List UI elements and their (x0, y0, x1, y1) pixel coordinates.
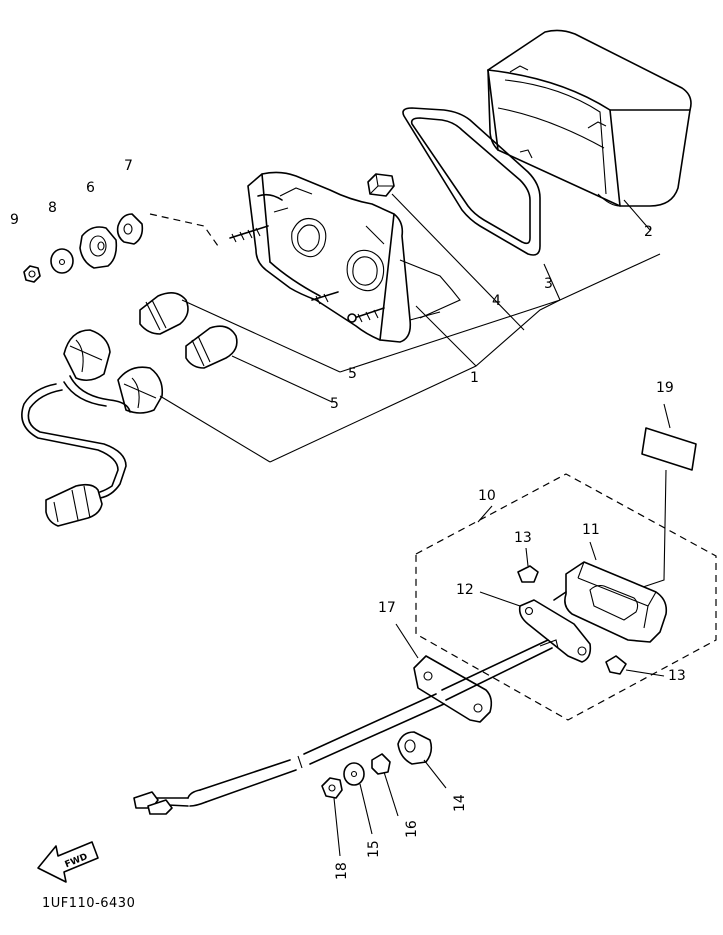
callout-13-upper: 13 (514, 530, 532, 546)
nut-part-9 (23, 265, 41, 283)
damper-part (367, 173, 395, 197)
bracket-part-12 (479, 591, 592, 663)
license-light-assembly-outline (415, 473, 717, 721)
callout-1: 1 (470, 370, 479, 386)
callout-17: 17 (378, 600, 396, 616)
socket-harness-part (21, 329, 164, 527)
license-light-part-11 (553, 541, 668, 643)
callout-9: 9 (10, 212, 19, 228)
callout-2: 2 (644, 224, 653, 240)
callout-5-upper: 5 (348, 366, 357, 382)
collar-part-7 (116, 213, 144, 245)
taillight-housing-part (229, 171, 461, 343)
callout-13-lower: 13 (668, 668, 686, 684)
lens-gasket-part (402, 107, 541, 256)
bulb-part-13-lower (605, 655, 665, 677)
callout-7: 7 (124, 158, 133, 174)
tail-lens-part (487, 29, 692, 207)
callout-11: 11 (582, 522, 600, 538)
callout-4: 4 (492, 293, 501, 309)
callout-5-lower: 5 (330, 396, 339, 412)
callout-8: 8 (48, 200, 57, 216)
callout-labels: 1 2 3 4 5 5 6 7 8 9 10 11 12 13 13 14 15… (10, 158, 686, 880)
callout-12: 12 (456, 582, 474, 598)
forward-arrow-icon: FWD (37, 841, 99, 883)
pad-part-19 (627, 403, 697, 593)
bulb-part-upper (139, 292, 189, 335)
drawing-code: 1UF110-6430 (42, 896, 135, 911)
callout-14: 14 (452, 794, 468, 812)
collar-part-16 (371, 753, 399, 817)
callout-16: 16 (404, 820, 420, 838)
washer-part-15 (343, 762, 373, 835)
bulb-part-lower (185, 325, 238, 369)
nut-part-18 (321, 777, 343, 857)
bulb-part-13-upper (517, 547, 539, 583)
callout-6: 6 (86, 180, 95, 196)
leader-lines-upper (149, 193, 661, 463)
washer-part-8 (50, 248, 74, 274)
callout-3: 3 (544, 276, 553, 292)
lead-wire-part (133, 639, 559, 815)
grommet-part-6 (79, 226, 118, 269)
callout-10: 10 (478, 488, 496, 504)
callout-15: 15 (366, 840, 382, 858)
callout-19: 19 (656, 380, 674, 396)
grommet-part-14 (397, 731, 447, 789)
plate-part-17 (395, 623, 493, 723)
callout-18: 18 (334, 862, 350, 880)
